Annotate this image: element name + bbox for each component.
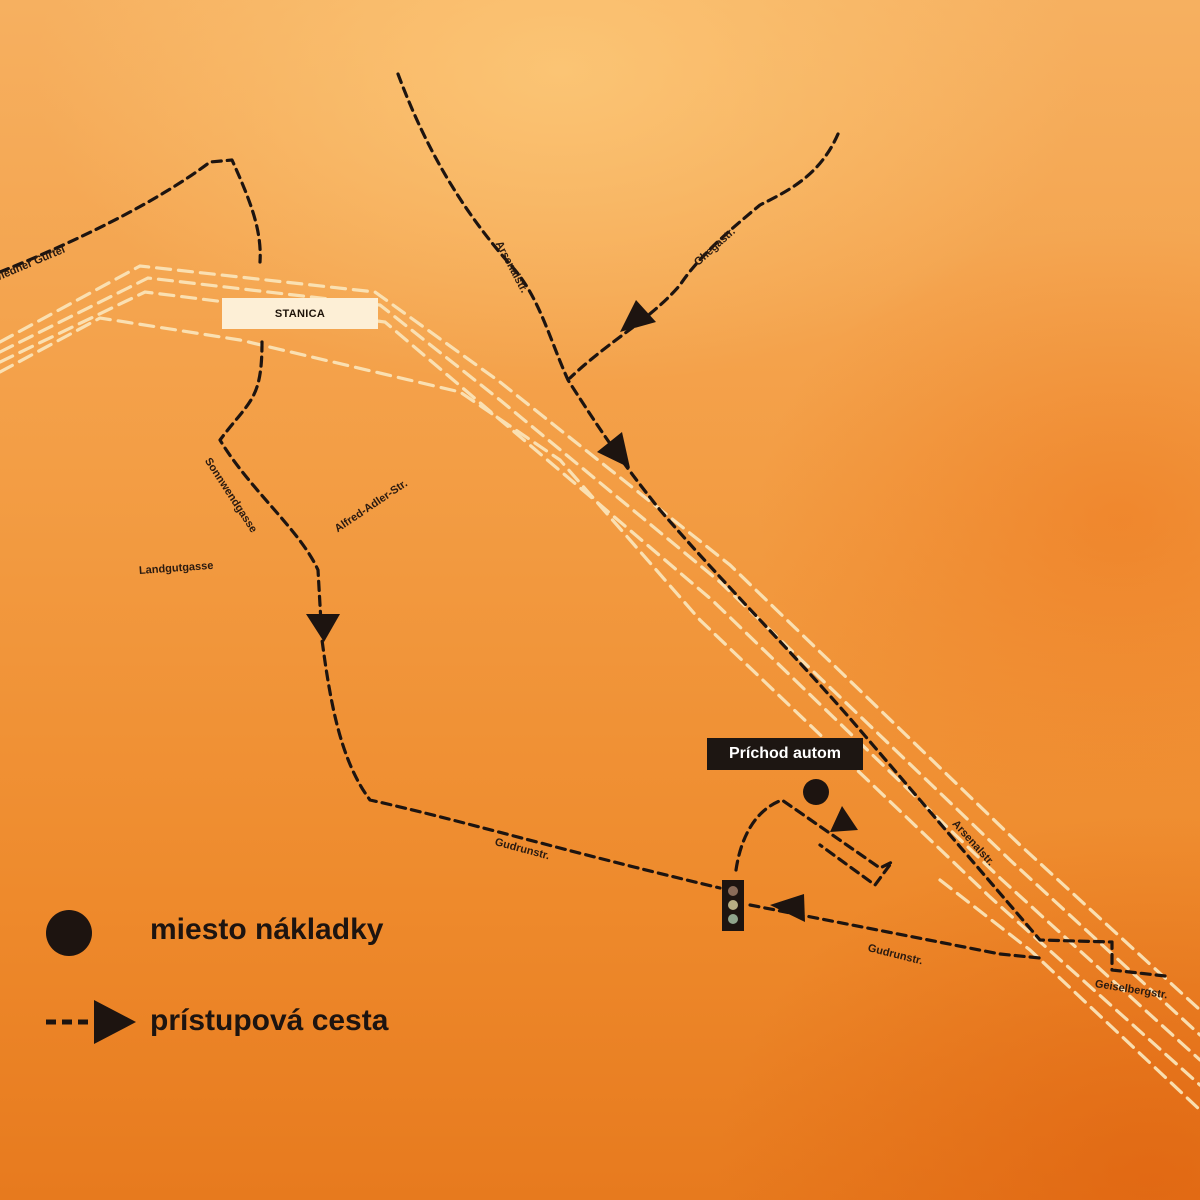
- direction-arrow-icon: [306, 614, 340, 642]
- route-ghegastr: [568, 132, 840, 380]
- direction-arrow-icon: [597, 432, 630, 468]
- railway-track-5: [938, 878, 1200, 1112]
- direction-arrow-icon: [830, 806, 858, 832]
- car-entry-label: Príchod autom: [707, 738, 863, 770]
- route-arsenalstr: [396, 72, 1167, 978]
- legend-loading-point-label: miesto nákladky: [150, 913, 384, 946]
- railway-track-2: [0, 276, 1200, 1037]
- route-gudrunstr-east: [748, 903, 1042, 960]
- direction-arrow-icon: [770, 894, 805, 922]
- access-routes: [0, 72, 1167, 978]
- route-wiedner-guertel: [0, 158, 262, 274]
- route-loading-access: [734, 798, 894, 887]
- legend-loading-point-icon: [46, 910, 92, 956]
- railway-tracks: [0, 264, 1200, 1112]
- legend-access-route-icon: [46, 1000, 136, 1044]
- loading-point-icon: [803, 779, 829, 805]
- traffic-light-icon: [722, 880, 744, 931]
- railway-track-4: [0, 316, 1200, 1087]
- railway-track-1: [0, 264, 1200, 1012]
- station-label: STANICA: [222, 298, 378, 329]
- route-sonnwendgasse: [218, 340, 722, 890]
- direction-arrow-icon: [620, 300, 656, 332]
- direction-arrows: [306, 300, 858, 922]
- legend-access-route-label: prístupová cesta: [150, 1004, 389, 1037]
